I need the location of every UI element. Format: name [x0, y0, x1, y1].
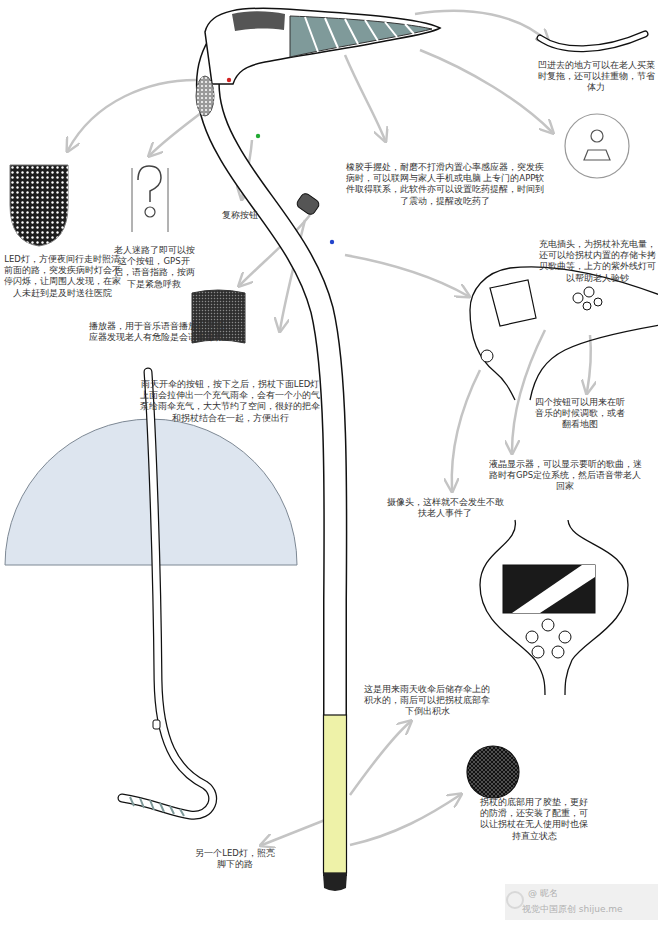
leader-arrow [420, 50, 552, 132]
button [594, 298, 602, 306]
base-cap-detail [467, 746, 519, 798]
leader-arrow [452, 370, 480, 490]
question-icon [138, 166, 161, 202]
cane-outline [208, 40, 336, 876]
camera [481, 350, 493, 362]
leader-arrow [350, 722, 410, 795]
annotation-text: 另一个LED灯，照亮脚下的路 [193, 848, 277, 870]
indicator-red [227, 78, 231, 82]
button [552, 646, 564, 658]
button [542, 619, 554, 631]
annotation-text: 四个按钮可以用来在听音乐的时候调歌，或者翻看地图 [533, 397, 627, 431]
annotation-text: 复称按钮 [222, 210, 282, 221]
display-screen [503, 565, 595, 613]
leader-arrow [68, 80, 196, 150]
question-icon-dot [145, 207, 155, 217]
button [526, 631, 538, 643]
leader-arrow [345, 255, 468, 296]
annotation-text: 凹进去的地方可以在老人买菜时复拖，还可以挂重物，节省体力 [536, 60, 656, 94]
leader-arrow [350, 795, 460, 845]
led-detail [10, 165, 68, 246]
watermark-logo [507, 892, 523, 908]
cane-shaft [208, 40, 336, 876]
button [559, 631, 571, 643]
annotation-text: 播放器，用于音乐语音播放心率感应器发现老人有危险是会语音呼救 [86, 321, 226, 343]
rubber-grip [290, 16, 432, 57]
charger-icon-base [584, 150, 610, 160]
grip-stripes [305, 17, 414, 52]
display-detail [480, 520, 628, 695]
small-cane-button [153, 720, 160, 729]
led-detail-dots [10, 165, 68, 246]
button [573, 293, 583, 303]
annotation-text: 摄像头，这样就不会发生不敢扶老人事件了 [386, 497, 504, 519]
button [532, 646, 544, 658]
charger-icon [565, 114, 629, 178]
indicator-green [256, 134, 260, 138]
hook-detail-outline [540, 34, 645, 49]
small-cane-grip [130, 797, 184, 816]
button [583, 302, 591, 310]
icon-lines [132, 168, 168, 232]
annotation-text: 视觉中国原创 shijue.me [522, 904, 656, 916]
screen-glare [512, 565, 595, 613]
handle-detail [470, 267, 658, 400]
small-cane-outline [122, 372, 213, 815]
handle-led-dots [196, 76, 214, 116]
leader-arrow [150, 110, 205, 155]
bottom-led [324, 715, 347, 873]
annotation-text: 这是用来雨天收伞后储存伞上的积水的，雨后可以把拐杖底部拿下倒出积水 [360, 684, 494, 718]
charger-icon-head [591, 130, 603, 142]
small-cane-body [122, 372, 213, 815]
screen-detail [490, 280, 536, 326]
annotation-text: 老人迷路了即可以按这个按钮，GPS开启，语音指路，按两下是紧急呼救 [113, 245, 195, 290]
rubber-tip [323, 873, 347, 891]
watermark-band [505, 884, 658, 920]
leader-arrow [512, 330, 545, 452]
leader-arrow [262, 820, 325, 845]
annotation-text: 橡胶手握处，耐磨不打滑内置心率感应器，突发疾病时，可以联网与家人手机或电脑 上专… [345, 162, 545, 207]
umbrella-button [295, 192, 321, 217]
cane-handle [205, 8, 440, 84]
hook-detail [540, 34, 645, 49]
button [584, 287, 594, 297]
indicator-blue [330, 240, 334, 244]
handle-window [232, 11, 285, 31]
annotation-text: 充电插头，为拐杖补充电量，还可以给拐杖内置的存储卡拷贝歌曲等，上方的紫外线灯可以… [538, 239, 656, 284]
leader-arrow [587, 335, 591, 392]
handle-led [196, 76, 214, 116]
annotation-text: @ 昵名 [528, 888, 648, 900]
annotation-text: 拐杖的底部用了胶垫，更好的防滑，还安装了配重，可以让拐杖在无人使用时也保持直立状… [476, 797, 592, 842]
annotation-text: 雨天开伞的按钮，按下之后，拐杖下面LED灯上面会拉伸出一个充气雨伞，会有一个小的… [138, 379, 322, 424]
annotation-text: 液晶显示器，可以显示要听的歌曲，迷路时有GPS定位系统，然后语音带老人回家 [485, 459, 645, 493]
leader-arrow [345, 55, 385, 140]
annotation-text: LED灯，方便夜间行走时照清前面的路，突发疾病时灯会不停闪烁，让周围人发现，在家… [2, 254, 122, 299]
